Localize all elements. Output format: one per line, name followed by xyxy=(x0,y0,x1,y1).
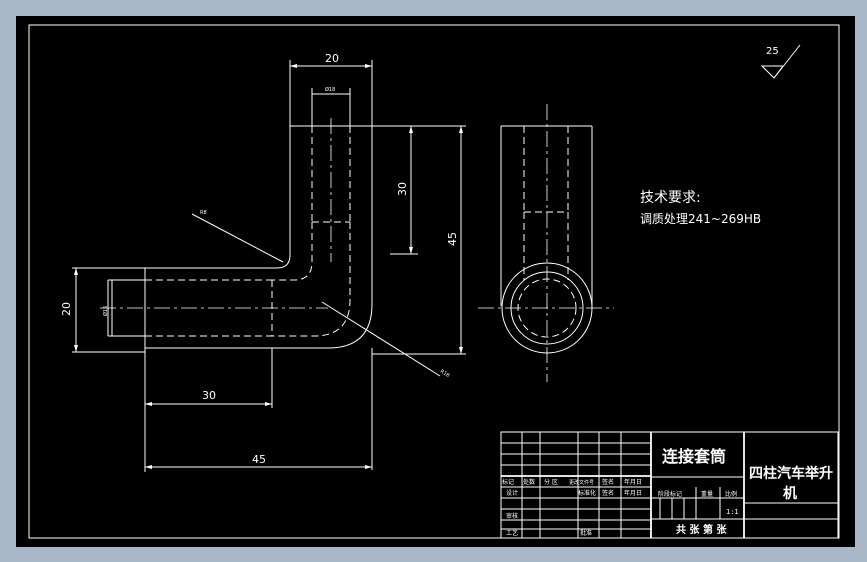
tech-req-line: 调质处理241~269HB xyxy=(640,212,761,226)
label-scale: 比例 xyxy=(725,490,737,498)
tech-req-title: 技术要求: xyxy=(640,190,701,206)
dim-vertical-45: 45 xyxy=(446,232,459,246)
technical-requirements: 技术要求: 调质处理241~269HB xyxy=(640,190,761,226)
label-sign: 签名 xyxy=(602,478,614,486)
roughness-value: 25 xyxy=(766,46,779,57)
label-review: 审核 xyxy=(506,512,518,520)
label-stage-mark: 阶段标记 xyxy=(658,490,682,498)
drawing-border xyxy=(28,24,840,539)
dim-left-height: 20 xyxy=(60,302,73,316)
label-change-doc: 更改文件号 xyxy=(569,479,594,486)
label-standardize: 标准化 xyxy=(578,489,596,497)
title-block: 连接套筒 四柱汽车举升 机 标记 处数 分 区 更改文件号 签名 年月日 设计 … xyxy=(500,431,839,539)
label-weight: 重量 xyxy=(701,490,713,498)
label-signature: 签名 xyxy=(602,489,614,497)
dim-top-width: 20 xyxy=(325,52,339,65)
assembly-name-line1: 四柱汽车举升 xyxy=(749,465,833,482)
dim-vertical-30: 30 xyxy=(396,182,409,196)
surface-roughness-symbol: 25 xyxy=(760,44,801,79)
front-view: 20 Ø18 30 45 20 Ø15 30 45 xyxy=(60,52,466,472)
label-year-date: 年月日 xyxy=(624,489,642,497)
dim-left-inner: Ø15 xyxy=(102,306,109,316)
scale-value: 1:1 xyxy=(726,508,739,516)
dim-top-inner: Ø18 xyxy=(325,86,335,93)
label-date: 年月日 xyxy=(624,478,642,486)
label-sheets: 共 张 第 张 xyxy=(676,523,727,536)
part-name: 连接套筒 xyxy=(662,447,726,466)
assembly-name-line2: 机 xyxy=(783,485,797,502)
label-zone: 分 区 xyxy=(544,478,558,486)
label-process: 工艺 xyxy=(506,529,518,537)
dim-bottom-30: 30 xyxy=(202,389,216,402)
drawing-sheet xyxy=(16,16,855,547)
dim-bottom-45: 45 xyxy=(252,453,266,466)
dim-radius-large: R18 xyxy=(439,369,451,379)
label-approve: 批准 xyxy=(580,529,592,537)
label-count: 处数 xyxy=(523,478,535,486)
label-mark: 标记 xyxy=(502,478,514,486)
dim-radius-small: R8 xyxy=(200,210,207,216)
elbow-outline xyxy=(144,125,373,349)
label-design: 设计 xyxy=(506,489,518,497)
side-view xyxy=(478,104,614,382)
